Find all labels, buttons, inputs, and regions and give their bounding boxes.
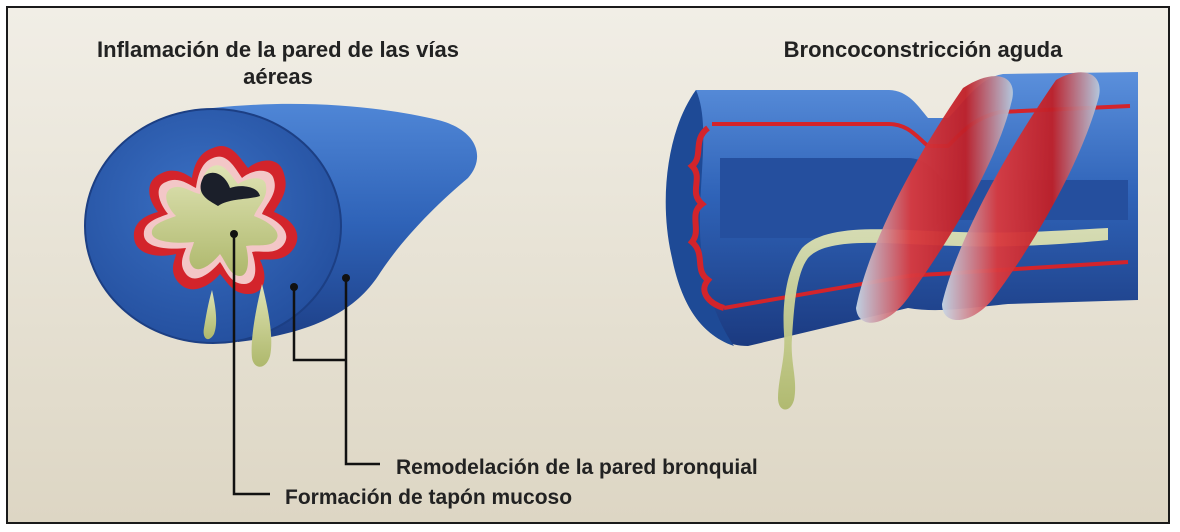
inflamed-airway-cross-section [85, 104, 477, 494]
leader-line-wall-outer [346, 278, 380, 464]
title-airway-wall-inflammation: Inflamación de la pared de las vías aére… [68, 36, 488, 90]
label-bronchial-wall-remodeling: Remodelación de la pared bronquial [396, 456, 758, 480]
title-acute-bronchoconstriction: Broncoconstricción aguda [713, 36, 1133, 63]
label-mucus-plug-formation: Formación de tapón mucoso [285, 486, 572, 510]
bronchoconstriction-airway [666, 72, 1138, 410]
diagram-frame: Inflamación de la pared de las vías aére… [6, 6, 1170, 524]
